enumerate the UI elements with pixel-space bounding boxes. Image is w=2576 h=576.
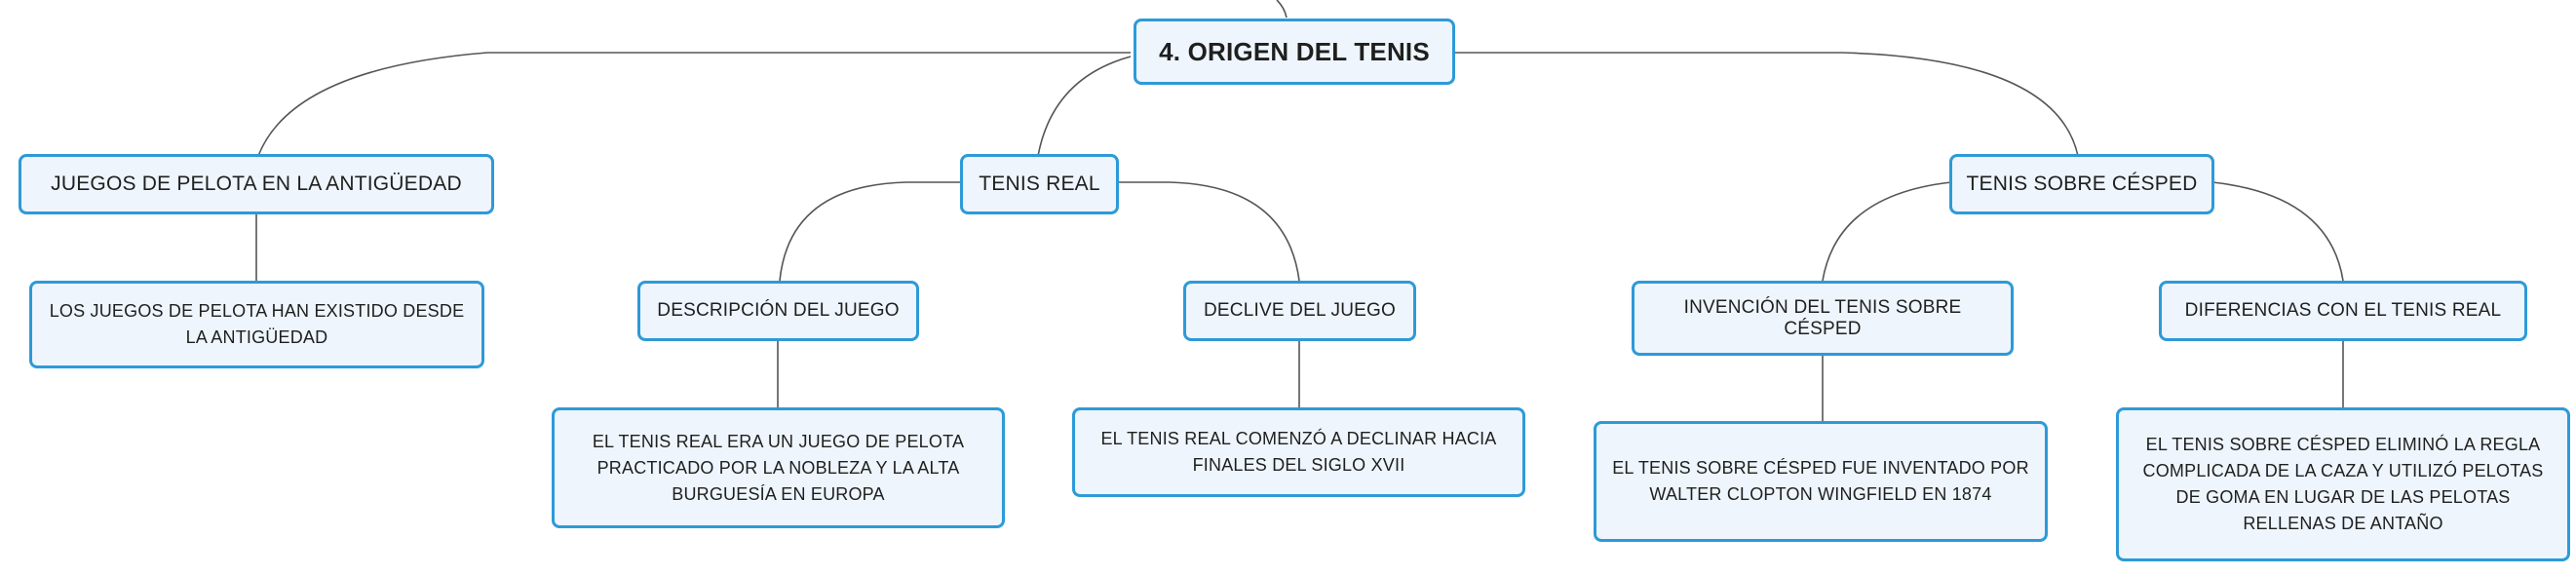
- connector-cesped-invencion: [1822, 181, 1952, 282]
- subtopic-label: INVENCIÓN DEL TENIS SOBRE CÉSPED: [1683, 296, 1962, 339]
- branch-node-antiguedad[interactable]: JUEGOS DE PELOTA EN LA ANTIGÜEDAD: [19, 154, 494, 214]
- connector-root-branch-cesped: [1452, 52, 2079, 157]
- subtopic-label: DECLIVE DEL JUEGO: [1204, 300, 1396, 321]
- detail-node-invencion[interactable]: EL TENIS SOBRE CÉSPED FUE INVENTADO POR …: [1594, 421, 2048, 542]
- branch-label: TENIS REAL: [979, 173, 1100, 195]
- detail-node-diferencias[interactable]: EL TENIS SOBRE CÉSPED ELIMINÓ LA REGLA C…: [2116, 407, 2570, 561]
- root-label: 4. ORIGEN DEL TENIS: [1159, 36, 1430, 66]
- detail-node-descripcion[interactable]: EL TENIS REAL ERA UN JUEGO DE PELOTA PRA…: [552, 407, 1005, 528]
- subtopic-label: DIFERENCIAS CON EL TENIS REAL: [2184, 300, 2502, 321]
- subtopic-node-descripcion[interactable]: DESCRIPCIÓN DEL JUEGO: [637, 281, 919, 341]
- connector-parent-root: [1276, 0, 1288, 19]
- detail-label: LOS JUEGOS DE PELOTA HAN EXISTIDO DESDE …: [49, 301, 465, 347]
- connector-cesped-diferencias: [2211, 181, 2344, 282]
- root-node[interactable]: 4. ORIGEN DEL TENIS: [1134, 19, 1455, 85]
- branch-label: JUEGOS DE PELOTA EN LA ANTIGÜEDAD: [51, 173, 462, 195]
- detail-node-antiguedad[interactable]: LOS JUEGOS DE PELOTA HAN EXISTIDO DESDE …: [29, 281, 484, 368]
- connector-tenis-real-descripcion: [779, 181, 960, 282]
- detail-node-declive[interactable]: EL TENIS REAL COMENZÓ A DECLINAR HACIA F…: [1072, 407, 1525, 497]
- branch-label: TENIS SOBRE CÉSPED: [1966, 173, 2198, 195]
- subtopic-label: DESCRIPCIÓN DEL JUEGO: [657, 300, 900, 321]
- subtopic-node-declive[interactable]: DECLIVE DEL JUEGO: [1183, 281, 1416, 341]
- connector-root-branch-antiguedad: [257, 52, 1131, 157]
- detail-label: EL TENIS SOBRE CÉSPED ELIMINÓ LA REGLA C…: [2142, 435, 2544, 533]
- branch-node-tenis-real[interactable]: TENIS REAL: [960, 154, 1119, 214]
- subtopic-node-diferencias[interactable]: DIFERENCIAS CON EL TENIS REAL: [2159, 281, 2527, 341]
- detail-label: EL TENIS REAL COMENZÓ A DECLINAR HACIA F…: [1100, 429, 1497, 475]
- connector-tenis-real-declive: [1115, 181, 1300, 282]
- subtopic-node-invencion[interactable]: INVENCIÓN DEL TENIS SOBRE CÉSPED: [1632, 281, 2014, 356]
- connector-root-branch-tenis-real: [1037, 56, 1132, 157]
- detail-label: EL TENIS REAL ERA UN JUEGO DE PELOTA PRA…: [592, 431, 965, 504]
- branch-node-cesped[interactable]: TENIS SOBRE CÉSPED: [1949, 154, 2214, 214]
- detail-label: EL TENIS SOBRE CÉSPED FUE INVENTADO POR …: [1612, 458, 2029, 504]
